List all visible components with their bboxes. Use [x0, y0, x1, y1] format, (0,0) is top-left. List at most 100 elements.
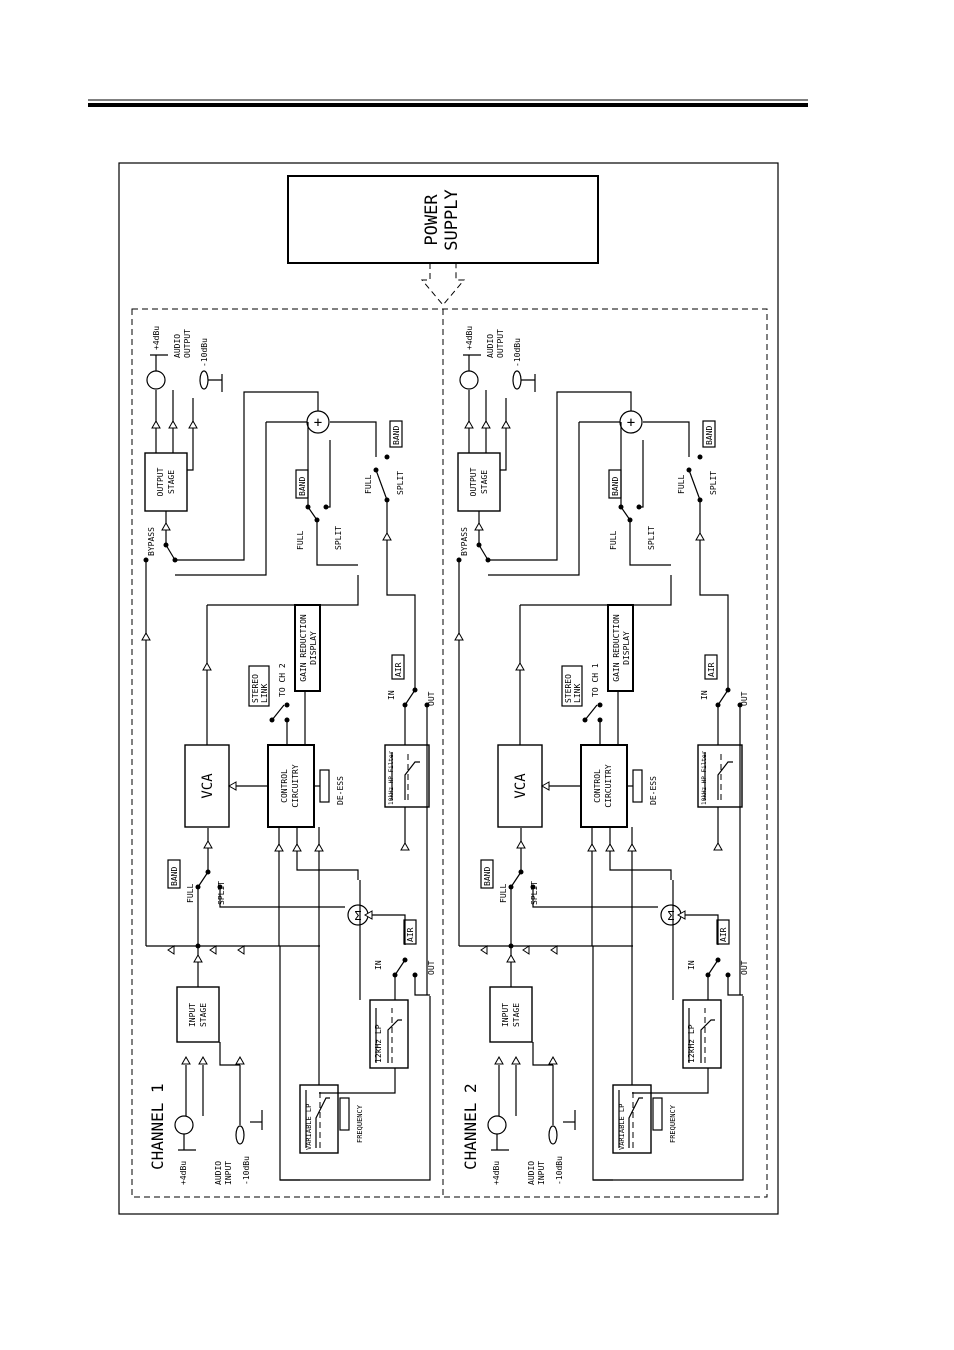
frequency-pot-icon	[652, 1097, 663, 1131]
air-label: AIR	[394, 662, 403, 677]
jack-input-icon	[548, 1125, 558, 1145]
gr-label-2: DISPLAY	[309, 631, 318, 665]
frequency-pot-icon	[339, 1097, 350, 1131]
stereo-link-label-1: STEREO	[251, 674, 260, 703]
input-stage-label-1: INPUT	[501, 1003, 510, 1027]
audio-output-label-2: OUTPUT	[496, 329, 505, 358]
band-switch-label: BAND	[170, 867, 179, 886]
stereo-link-label-1: STEREO	[564, 674, 573, 703]
input-stage-block	[176, 986, 220, 1043]
frequency-label: FREQUENCY	[356, 1104, 364, 1143]
power-supply-label-1: POWER	[422, 194, 442, 246]
band-switch-label: BAND	[705, 426, 714, 445]
channels-region	[131, 308, 768, 1198]
split-label: SPLIT	[217, 881, 226, 905]
vca-label: VCA	[200, 773, 216, 799]
gr-label-1: GAIN REDUCTION	[299, 614, 308, 682]
variable-lp-label: VARIABLE LP	[305, 1104, 313, 1150]
full-label: FULL	[186, 884, 195, 903]
band-switch-label: BAND	[298, 477, 307, 496]
lp12k-label: 12kHz LP	[687, 1024, 696, 1063]
band-switch-tag	[167, 859, 181, 889]
band-switch-tag	[702, 420, 716, 448]
xlr-input-icon	[174, 1115, 194, 1135]
in-label: IN	[700, 690, 709, 700]
audio-output-label-1: AUDIO	[173, 334, 182, 358]
out-label: OUT	[740, 691, 749, 706]
in-label: IN	[387, 690, 396, 700]
stereo-link-tag	[248, 665, 270, 707]
in-label: IN	[687, 960, 696, 970]
lp12k-label: 12kHz LP	[374, 1024, 383, 1063]
control-label-1: CONTROL	[593, 769, 602, 803]
vca-label: VCA	[513, 773, 529, 799]
audio-output-label-2: OUTPUT	[183, 329, 192, 358]
input-minus10-label: -10dBu	[555, 1156, 564, 1185]
band-switch-label: BAND	[611, 477, 620, 496]
jack-output-icon	[199, 370, 209, 390]
channel-2: CHANNEL 2 +4dBu AUDIO INPUT -10dBu INPUT…	[454, 326, 749, 1185]
hp10k-label: 10kHz HP Filter	[388, 750, 395, 805]
split-label: SPLIT	[334, 526, 343, 550]
air-label: AIR	[719, 927, 728, 942]
gain-reduction-display	[294, 604, 321, 692]
control-label-1: CONTROL	[280, 769, 289, 803]
bypass-label: BYPASS	[460, 527, 469, 556]
variable-lp-label: VARIABLE LP	[618, 1104, 626, 1150]
input-stage-block	[489, 986, 533, 1043]
full-label: FULL	[609, 531, 618, 550]
output-plus4-label: +4dBu	[465, 326, 474, 350]
out-label: OUT	[740, 960, 749, 975]
control-label-2: CIRCUITRY	[291, 764, 300, 808]
output-stage-label-2: STAGE	[480, 470, 489, 494]
power-supply-label-2: SUPPLY	[442, 189, 462, 250]
audio-input-label-1: AUDIO	[214, 1161, 223, 1185]
split-label: SPLIT	[396, 471, 405, 495]
band-switch-label: BAND	[483, 867, 492, 886]
xlr-output-icon	[459, 370, 479, 390]
power-supply-block	[287, 175, 599, 264]
plus-symbol: +	[627, 415, 635, 431]
in-label: IN	[374, 960, 383, 970]
audio-input-label-1: AUDIO	[527, 1161, 536, 1185]
output-stage-block	[144, 452, 188, 512]
band-switch-label: BAND	[392, 426, 401, 445]
sum-symbol: Σ	[667, 909, 674, 923]
bypass-label: BYPASS	[147, 527, 156, 556]
input-stage-label-1: INPUT	[188, 1003, 197, 1027]
output-minus10-label: -10dBu	[200, 338, 209, 367]
audio-input-label-2: INPUT	[537, 1161, 546, 1185]
gain-reduction-display	[607, 604, 634, 692]
band-switch-tag	[389, 420, 403, 448]
out-label: OUT	[427, 960, 436, 975]
split-label: SPLIT	[709, 471, 718, 495]
input-stage-label-2: STAGE	[512, 1003, 521, 1027]
vca-block	[497, 744, 543, 828]
output-stage-label-1: OUTPUT	[469, 467, 478, 496]
air-switch-tag	[403, 919, 417, 945]
stereo-link-label-2: LINK	[260, 684, 269, 703]
de-ess-pot-icon	[319, 769, 330, 803]
full-label: FULL	[677, 475, 686, 494]
output-stage-label-1: OUTPUT	[156, 467, 165, 496]
air-label: AIR	[707, 662, 716, 677]
split-label: SPLIT	[530, 881, 539, 905]
gr-label-1: GAIN REDUCTION	[612, 614, 621, 682]
xlr-output-icon	[146, 370, 166, 390]
jack-input-icon	[235, 1125, 245, 1145]
air-switch-tag	[716, 919, 730, 945]
input-plus4-label: +4dBu	[492, 1161, 501, 1185]
input-stage-label-2: STAGE	[199, 1003, 208, 1027]
input-plus4-label: +4dBu	[179, 1161, 188, 1185]
power-arrow	[420, 263, 466, 306]
de-ess-label: DE-ESS	[649, 776, 658, 805]
channel-title: CHANNEL 1	[148, 1083, 167, 1170]
audio-output-label-1: AUDIO	[486, 334, 495, 358]
link-target-label: TO CH 1	[591, 663, 600, 697]
air-label: AIR	[406, 927, 415, 942]
link-target-label: TO CH 2	[278, 663, 287, 697]
stereo-link-tag	[561, 665, 583, 707]
control-circuitry-block	[580, 744, 628, 828]
air-switch-tag	[704, 654, 718, 680]
output-plus4-label: +4dBu	[152, 326, 161, 350]
